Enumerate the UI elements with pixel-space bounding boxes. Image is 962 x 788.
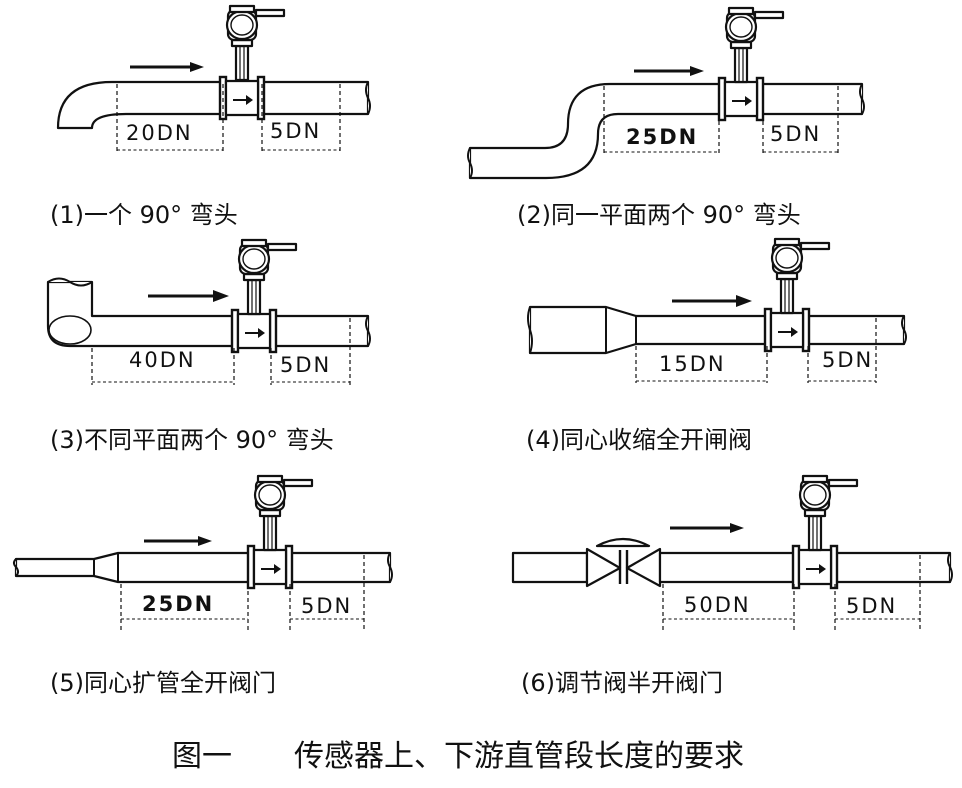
downstream-length-label: 5DN (770, 122, 821, 146)
panel-3-caption: (3)不同平面两个 90° 弯头 (50, 426, 334, 454)
downstream-length-label: 5DN (270, 119, 321, 143)
downstream-length-label: 5DN (280, 353, 331, 377)
downstream-length-label: 5DN (846, 594, 897, 618)
panel-4-drawing: 15DN 5DN (527, 237, 907, 383)
panel-6-drawing: 50DN 5DN (511, 474, 953, 632)
upstream-length-label: 25DN (626, 125, 698, 149)
figure-caption: 图一 传感器上、下游直管段长度的要求 (172, 731, 744, 775)
panel-2-caption: (2)同一平面两个 90° 弯头 (517, 201, 801, 229)
upstream-length-label: 15DN (659, 352, 726, 376)
upstream-length-label: 50DN (684, 593, 751, 617)
panel-5-caption: (5)同心扩管全开阀门 (50, 669, 276, 697)
upstream-length-label: 40DN (129, 348, 196, 372)
figure-title: 传感器上、下游直管段长度的要求 (294, 739, 744, 774)
downstream-length-label: 5DN (822, 348, 873, 372)
panel-1-caption: (1)一个 90° 弯头 (50, 201, 238, 229)
downstream-length-label: 5DN (301, 594, 352, 618)
upstream-length-label: 25DN (142, 592, 214, 616)
panel-2-drawing: 25DN 5DN (467, 6, 865, 180)
panel-1-drawing: 20DN 5DN (56, 4, 371, 152)
panel-6-caption: (6)调节阀半开阀门 (521, 669, 723, 697)
figure-number: 图一 (172, 739, 232, 774)
panel-3-drawing: 40DN 5DN (46, 238, 371, 385)
upstream-length-label: 20DN (126, 121, 193, 145)
panel-4-caption: (4)同心收缩全开闸阀 (526, 426, 752, 454)
valve-handwheel-icon (595, 537, 651, 548)
panel-5-drawing: 25DN 5DN (13, 474, 393, 632)
